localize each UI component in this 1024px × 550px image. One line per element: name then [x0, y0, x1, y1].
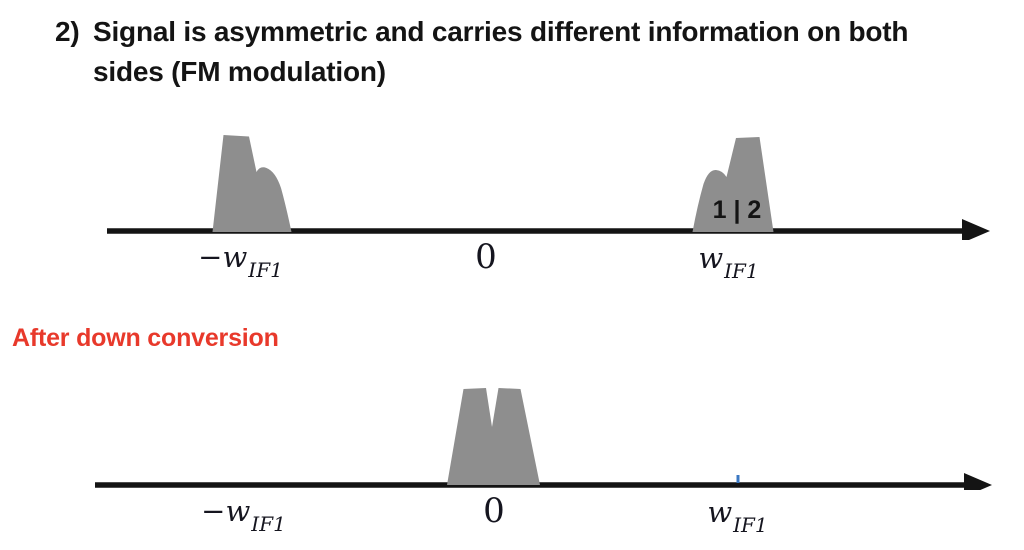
baseband-spectrum-shape: [447, 388, 540, 485]
title-line-2: sides (FM modulation): [93, 56, 386, 87]
positive-spectrum-shape: [692, 137, 774, 232]
frequency-tick-icon: [736, 475, 740, 483]
axis-label-neg-wif1: −wIF1: [198, 240, 283, 282]
title-line-1: Signal is asymmetric and carries differe…: [93, 16, 909, 47]
spectrum-diagram-before: 1 | 2: [107, 135, 990, 240]
negative-spectrum-shape: [212, 135, 292, 232]
axis-label-neg-wif1: −wIF1: [201, 494, 286, 536]
spectrum-diagram-after: [95, 388, 992, 490]
slide-title: 2) Signal is asymmetric and carries diff…: [55, 12, 909, 92]
sideband-label: 1 | 2: [713, 196, 762, 224]
axis-arrowhead-icon: [964, 473, 992, 490]
axis-label-zero: 0: [475, 237, 497, 277]
axis-label-pos-wif1: wIF1: [707, 495, 768, 537]
axis-label-pos-wif1: wIF1: [698, 241, 759, 283]
axis-label-zero: 0: [483, 491, 505, 531]
title-text: Signal is asymmetric and carries differe…: [93, 12, 909, 92]
section-label-after-down-conversion: After down conversion: [12, 324, 279, 352]
title-number: 2): [55, 16, 80, 47]
axis-arrowhead-icon: [962, 219, 990, 240]
